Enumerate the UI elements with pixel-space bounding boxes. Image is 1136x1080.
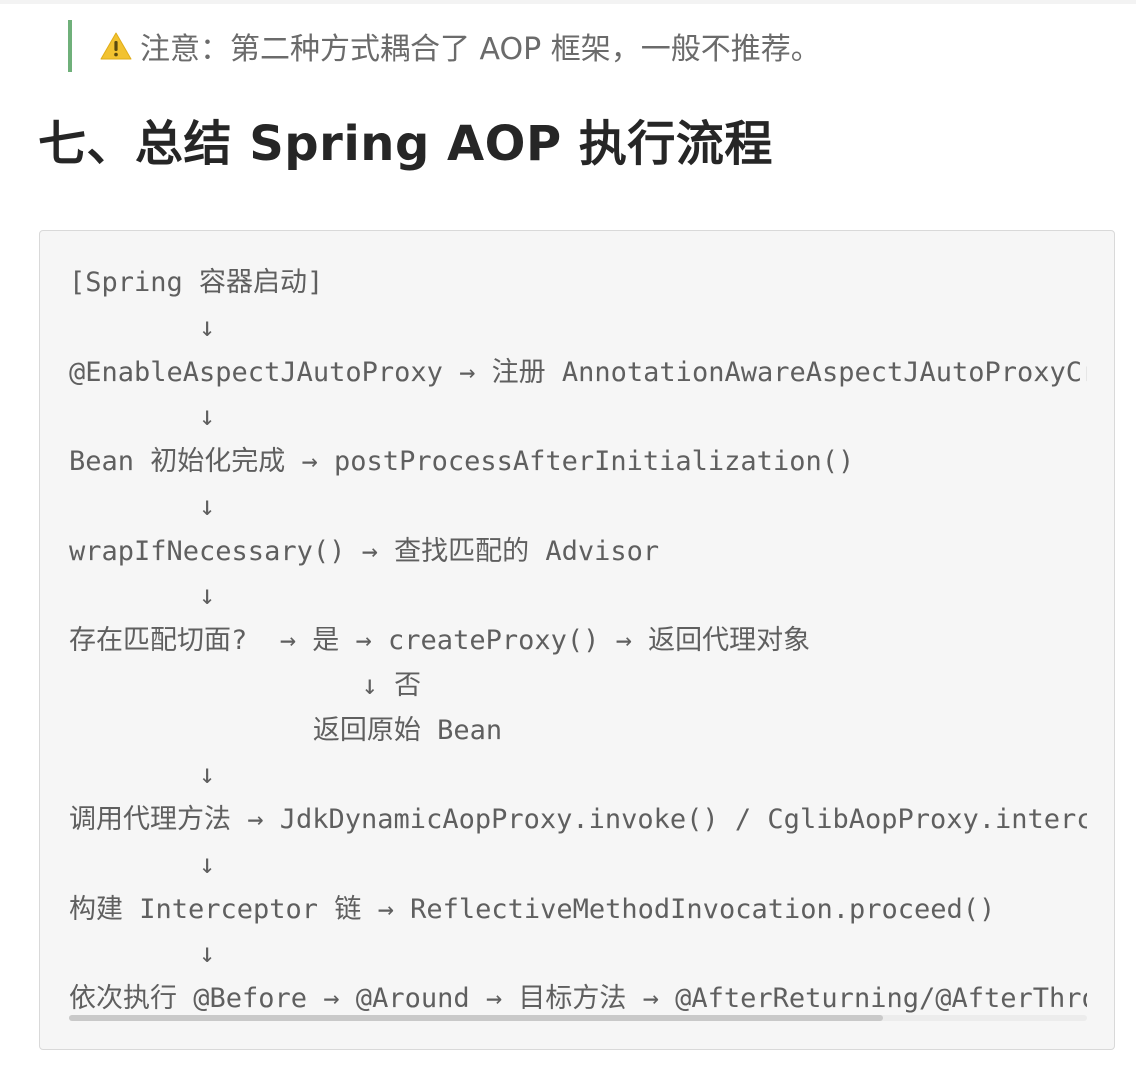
code-block: [Spring 容器启动] ↓ @EnableAspectJAutoProxy →… <box>39 230 1115 1050</box>
code-line: 存在匹配切面? → 是 → createProxy() → 返回代理对象 <box>69 625 811 656</box>
warning-note: 注意：第二种方式耦合了 AOP 框架，一般不推荐。 <box>68 20 821 72</box>
code-line: 依次执行 @Before → @Around → 目标方法 → @AfterRe… <box>69 983 1087 1014</box>
code-line: ↓ <box>69 938 216 970</box>
horizontal-scrollbar[interactable] <box>69 1015 1087 1021</box>
code-line: ↓ <box>69 311 216 343</box>
code-line: ↓ <box>69 580 216 612</box>
section-heading: 七、总结 Spring AOP 执行流程 <box>38 116 773 172</box>
code-line: ↓ <box>69 848 216 880</box>
code-line: 构建 Interceptor 链 → ReflectiveMethodInvoc… <box>69 893 996 925</box>
code-line: [Spring 容器启动] <box>69 267 324 298</box>
code-viewport[interactable]: [Spring 容器启动] ↓ @EnableAspectJAutoProxy →… <box>69 261 1087 1021</box>
warning-icon <box>100 32 132 60</box>
top-divider <box>0 0 1136 4</box>
code-line: Bean 初始化完成 → postProcessAfterInitializat… <box>69 446 855 477</box>
warning-note-text: 注意：第二种方式耦合了 AOP 框架，一般不推荐。 <box>140 32 821 67</box>
code-line: @EnableAspectJAutoProxy → 注册 AnnotationA… <box>69 356 1087 388</box>
code-line: ↓ <box>69 759 216 791</box>
code-line: ↓ <box>69 401 216 433</box>
code-line: ↓ <box>69 490 216 522</box>
code-content: [Spring 容器启动] ↓ @EnableAspectJAutoProxy →… <box>69 261 1087 1021</box>
code-line: wrapIfNecessary() → 查找匹配的 Advisor <box>69 535 660 567</box>
code-line: 调用代理方法 → JdkDynamicAopProxy.invoke() / C… <box>69 804 1087 835</box>
code-line: ↓ 否 <box>69 669 422 701</box>
scrollbar-thumb[interactable] <box>69 1015 884 1021</box>
code-line: 返回原始 Bean <box>69 714 503 746</box>
